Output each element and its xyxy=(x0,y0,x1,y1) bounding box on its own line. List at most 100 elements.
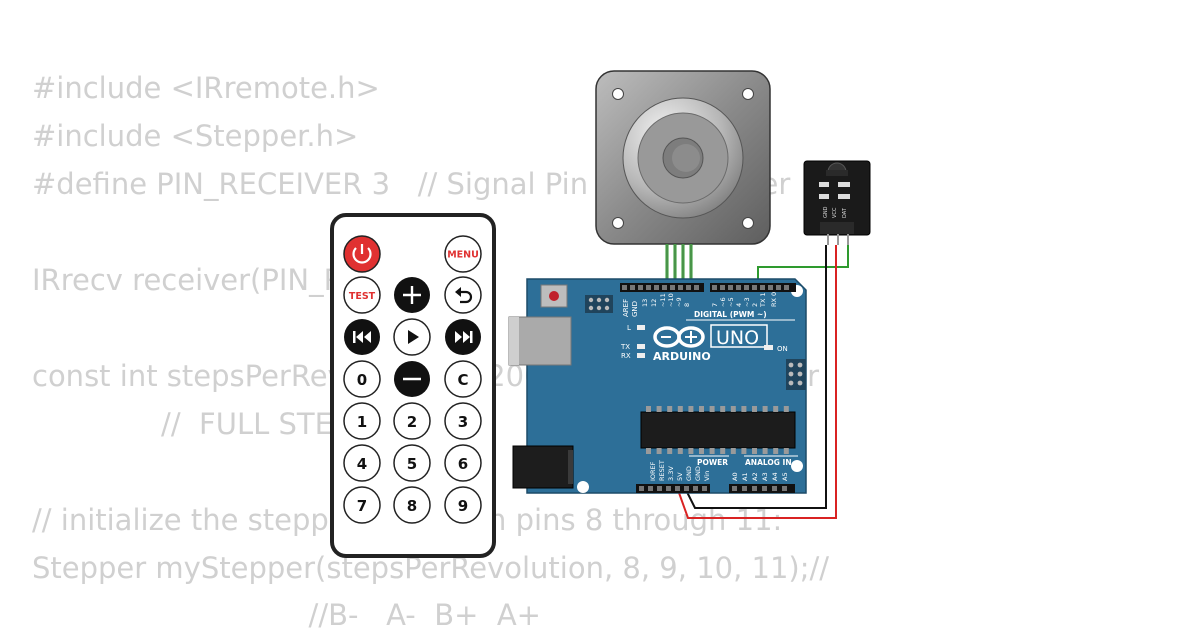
chip-pin xyxy=(656,448,662,454)
tx-led xyxy=(637,344,645,349)
analog-pin-label: A1 xyxy=(741,472,749,481)
chip-pin xyxy=(720,406,726,412)
l-led-label: L xyxy=(627,324,631,332)
ir-remote[interactable]: MENU TEST xyxy=(330,213,496,558)
analog-pin-label: A3 xyxy=(761,472,769,481)
digital-pin-label: TX 1 xyxy=(759,292,767,308)
digital-pin-label: ~6 xyxy=(719,297,727,307)
digit-4-label: 4 xyxy=(357,455,367,473)
code-line-2: #include <Stepper.h> xyxy=(32,119,359,153)
ir-pin-gnd-label: GND xyxy=(823,206,829,218)
analog-pin-label: A5 xyxy=(781,472,789,481)
code-line-3: #define PIN_RECEIVER 3 // Signal Pin of … xyxy=(32,167,791,201)
digital-label: DIGITAL (PWM ~) xyxy=(694,310,767,319)
digit-6-button[interactable]: 6 xyxy=(444,444,482,482)
stepper-motor[interactable] xyxy=(595,70,771,245)
chip-pin xyxy=(688,406,694,412)
test-button[interactable]: TEST xyxy=(343,276,381,314)
chip-pin xyxy=(783,406,789,412)
digital-pin-label: RX 0 xyxy=(770,292,778,307)
digital-pin-label: ~5 xyxy=(727,297,735,307)
digital-pin-label: 8 xyxy=(683,303,691,307)
digit-7-label: 7 xyxy=(357,497,367,515)
power-button[interactable] xyxy=(343,235,381,273)
chip-pin xyxy=(730,448,736,454)
previous-icon xyxy=(353,331,371,343)
play-icon xyxy=(408,330,419,344)
ir-pin-vcc-label: VCC xyxy=(832,207,838,218)
back-button[interactable] xyxy=(444,276,482,314)
motor-screw-hole xyxy=(612,217,624,229)
c-button[interactable]: C xyxy=(444,360,482,398)
menu-label: MENU xyxy=(447,250,479,261)
plus-icon xyxy=(403,286,421,304)
chip-pin xyxy=(667,448,673,454)
code-line-8: Stepper myStepper(stepsPerRevolution, 8,… xyxy=(32,551,830,585)
analog-label: ANALOG IN xyxy=(745,458,792,467)
power-jack xyxy=(512,445,574,489)
chip-pin xyxy=(752,406,757,412)
chip-pin xyxy=(762,406,768,412)
back-arrow-icon xyxy=(455,287,473,304)
tx-led-label: TX xyxy=(620,343,630,351)
digit-3-button[interactable]: 3 xyxy=(444,402,482,440)
code-line-9: //B- A- B+ A+ xyxy=(32,598,541,632)
chip-pin xyxy=(699,448,704,454)
digit-5-button[interactable]: 5 xyxy=(393,444,431,482)
ir-receiver-module[interactable]: GND VCC DAT xyxy=(803,160,871,245)
power-pin-label: GND xyxy=(694,466,702,481)
chip-pin xyxy=(762,448,768,454)
plus-button[interactable] xyxy=(394,277,430,313)
board-mount-hole xyxy=(791,460,803,472)
digital-pin-label: 12 xyxy=(650,299,658,307)
chip-pin xyxy=(677,448,683,454)
next-button[interactable] xyxy=(445,319,481,355)
chip-pin xyxy=(699,406,704,412)
digit-3-label: 3 xyxy=(458,413,468,431)
digital-pin-label: 13 xyxy=(641,299,649,307)
motor-screw-hole xyxy=(612,88,624,100)
aref-label: AREF xyxy=(622,299,630,317)
digit-0-button[interactable]: 0 xyxy=(343,360,381,398)
code-line-1: #include <IRremote.h> xyxy=(32,71,380,105)
menu-button[interactable]: MENU xyxy=(444,235,482,273)
digit-5-label: 5 xyxy=(407,455,417,473)
digital-pin-label: 7 xyxy=(711,303,719,307)
l-led xyxy=(637,325,645,330)
digit-9-button[interactable]: 9 xyxy=(444,486,482,524)
play-button[interactable] xyxy=(393,318,431,356)
digit-7-button[interactable]: 7 xyxy=(343,486,381,524)
power-header xyxy=(636,484,710,493)
digital-pin-label: ~3 xyxy=(743,297,751,307)
icsp-header xyxy=(585,295,613,313)
power-label: POWER xyxy=(697,458,728,467)
previous-button[interactable] xyxy=(344,319,380,355)
digital-pin-label: ~11 xyxy=(659,293,667,307)
icsp-header-right xyxy=(786,359,806,390)
digital-pin-label: 4 xyxy=(735,303,743,307)
chip-pin xyxy=(656,406,662,412)
chip-pin xyxy=(783,448,789,454)
arduino-logo-icon xyxy=(653,326,705,348)
digit-2-label: 2 xyxy=(407,413,417,431)
power-pin-label: IOREF xyxy=(649,461,657,481)
test-label: TEST xyxy=(349,291,376,302)
minus-button[interactable] xyxy=(394,361,430,397)
power-pin-label: Vin xyxy=(703,471,711,481)
chip-pin xyxy=(752,448,757,454)
digit-4-button[interactable]: 4 xyxy=(343,444,381,482)
digit-6-label: 6 xyxy=(458,455,468,473)
digit-2-button[interactable]: 2 xyxy=(393,402,431,440)
power-icon xyxy=(352,244,372,264)
digit-0-label: 0 xyxy=(357,371,367,389)
motor-screw-hole xyxy=(742,217,754,229)
c-label: C xyxy=(457,371,468,389)
digit-9-label: 9 xyxy=(458,497,468,515)
gnd-label: GND xyxy=(631,301,639,317)
chip-pin xyxy=(741,406,747,412)
digit-8-button[interactable]: 8 xyxy=(393,486,431,524)
digit-1-button[interactable]: 1 xyxy=(343,402,381,440)
